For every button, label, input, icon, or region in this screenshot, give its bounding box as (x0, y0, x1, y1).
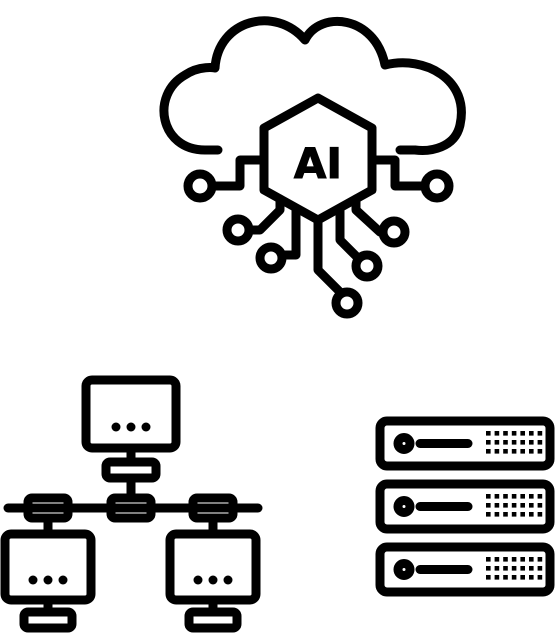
power-led-icon (393, 559, 415, 580)
circuit-node-icon (378, 216, 410, 248)
computer-network-icon (0, 375, 263, 633)
ai-label: AI (294, 139, 342, 188)
server-unit-3 (375, 542, 555, 597)
circuit-node-icon (222, 214, 254, 246)
server-unit-2 (375, 479, 555, 534)
circuit-node-icon (331, 287, 363, 319)
vent-grid-icon (486, 557, 543, 580)
computer-left-icon (0, 529, 96, 633)
server-rack-icon (375, 416, 555, 597)
vent-grid-icon (486, 431, 543, 454)
server-unit-1 (375, 416, 555, 471)
power-led-icon (393, 433, 415, 454)
ai-cloud-icon: AI (159, 16, 466, 319)
power-led-icon (393, 496, 415, 517)
circuit-node-icon (255, 242, 287, 274)
computer-top-icon (81, 375, 181, 523)
circuit-node-icon (351, 250, 383, 282)
circuit-node-icon (420, 169, 454, 203)
circuit-node-icon (183, 169, 217, 203)
computer-right-icon (165, 529, 261, 633)
vent-grid-icon (486, 494, 543, 517)
